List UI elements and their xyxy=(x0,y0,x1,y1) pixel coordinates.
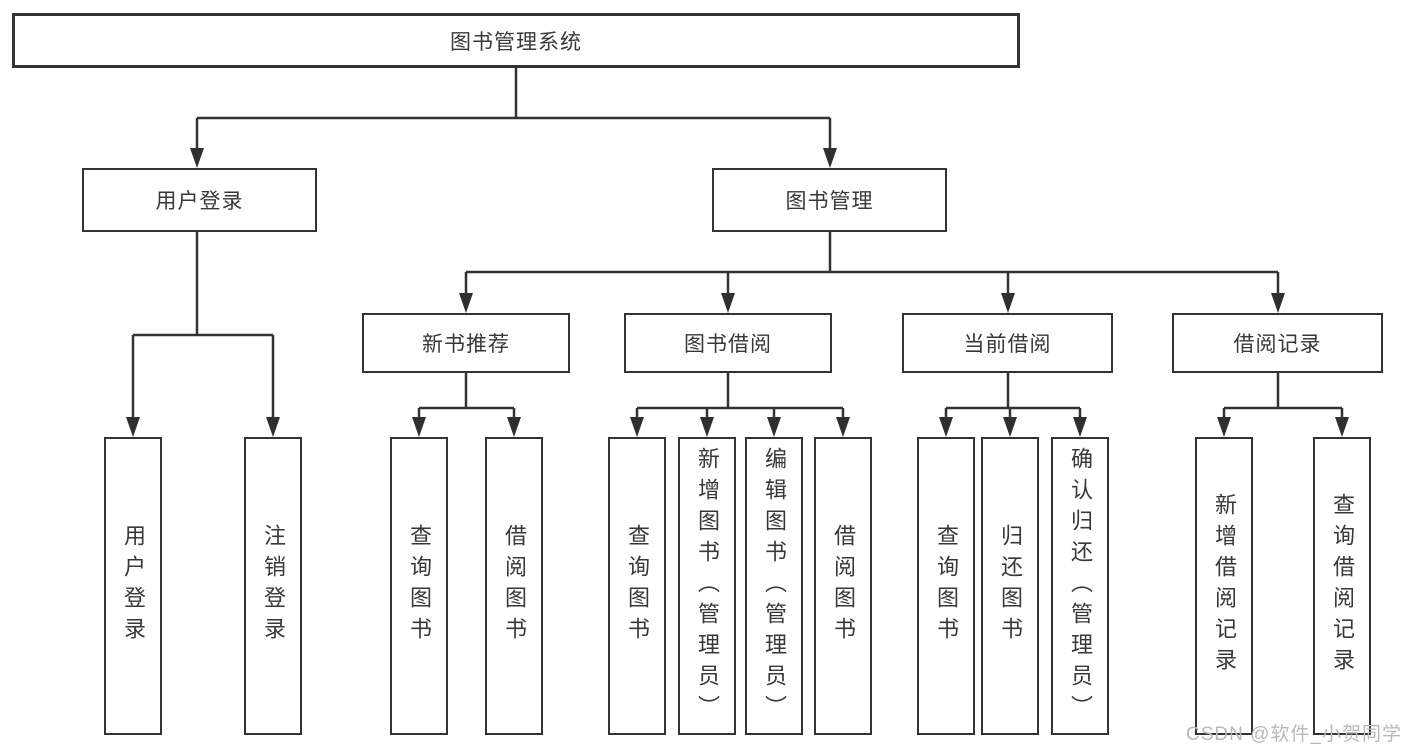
node-book-management-branch: 图书管理 xyxy=(712,168,947,232)
leaf-borrow-books-label: 借阅图书 xyxy=(831,524,856,648)
leaf-borrow-books: 借阅图书 xyxy=(814,437,872,735)
leaf-query-borrow-record: 查询借阅记录 xyxy=(1313,437,1371,735)
leaf-confirm-return-admin-label: 确认归还（管理员） xyxy=(1068,446,1093,726)
leaf-add-borrow-record-label: 新增借阅记录 xyxy=(1212,493,1237,679)
leaf-add-borrow-record: 新增借阅记录 xyxy=(1195,437,1253,735)
leaf-return-book-label: 归还图书 xyxy=(998,524,1023,648)
leaf-confirm-return-admin: 确认归还（管理员） xyxy=(1051,437,1109,735)
leaf-add-book-admin-label: 新增图书（管理员） xyxy=(695,446,720,726)
leaf-query-books-current-label: 查询图书 xyxy=(934,524,959,648)
node-book-borrow: 图书借阅 xyxy=(624,313,832,373)
leaf-edit-book-admin-label: 编辑图书（管理员） xyxy=(762,446,787,726)
leaf-return-book: 归还图书 xyxy=(981,437,1039,735)
leaf-query-books-borrow-label: 查询图书 xyxy=(625,524,650,648)
node-borrow-records-label: 借阅记录 xyxy=(1233,333,1322,356)
leaf-query-books-current: 查询图书 xyxy=(917,437,975,735)
node-root: 图书管理系统 xyxy=(12,13,1020,68)
leaf-query-borrow-record-label: 查询借阅记录 xyxy=(1330,493,1355,679)
arrowheads xyxy=(126,148,1349,437)
node-book-management-branch-label: 图书管理 xyxy=(785,190,874,213)
leaf-query-books-borrow: 查询图书 xyxy=(608,437,666,735)
leaf-edit-book-admin: 编辑图书（管理员） xyxy=(745,437,803,735)
leaf-query-books-recommend: 查询图书 xyxy=(390,437,448,735)
node-borrow-records: 借阅记录 xyxy=(1172,313,1383,373)
connector-lines xyxy=(131,68,1344,421)
leaf-add-book-admin: 新增图书（管理员） xyxy=(678,437,736,735)
node-current-borrow-label: 当前借阅 xyxy=(963,333,1052,356)
leaf-borrow-books-recommend-label: 借阅图书 xyxy=(502,524,527,648)
leaf-user-login-label: 用户登录 xyxy=(121,524,146,648)
leaf-logout-login-label: 注销登录 xyxy=(261,524,286,648)
leaf-query-books-recommend-label: 查询图书 xyxy=(407,524,432,648)
leaf-logout-login: 注销登录 xyxy=(244,437,302,735)
node-new-book-recommend: 新书推荐 xyxy=(362,313,570,373)
node-new-book-recommend-label: 新书推荐 xyxy=(422,333,510,356)
leaf-borrow-books-recommend: 借阅图书 xyxy=(485,437,543,735)
node-user-login-branch-label: 用户登录 xyxy=(155,190,244,213)
leaf-user-login: 用户登录 xyxy=(104,437,162,735)
node-user-login-branch: 用户登录 xyxy=(82,168,317,232)
node-book-borrow-label: 图书借阅 xyxy=(684,333,772,356)
node-current-borrow: 当前借阅 xyxy=(902,313,1113,373)
csdn-watermark: CSDN @软件_小贺同学 xyxy=(1186,724,1402,745)
node-root-label: 图书管理系统 xyxy=(450,30,582,54)
